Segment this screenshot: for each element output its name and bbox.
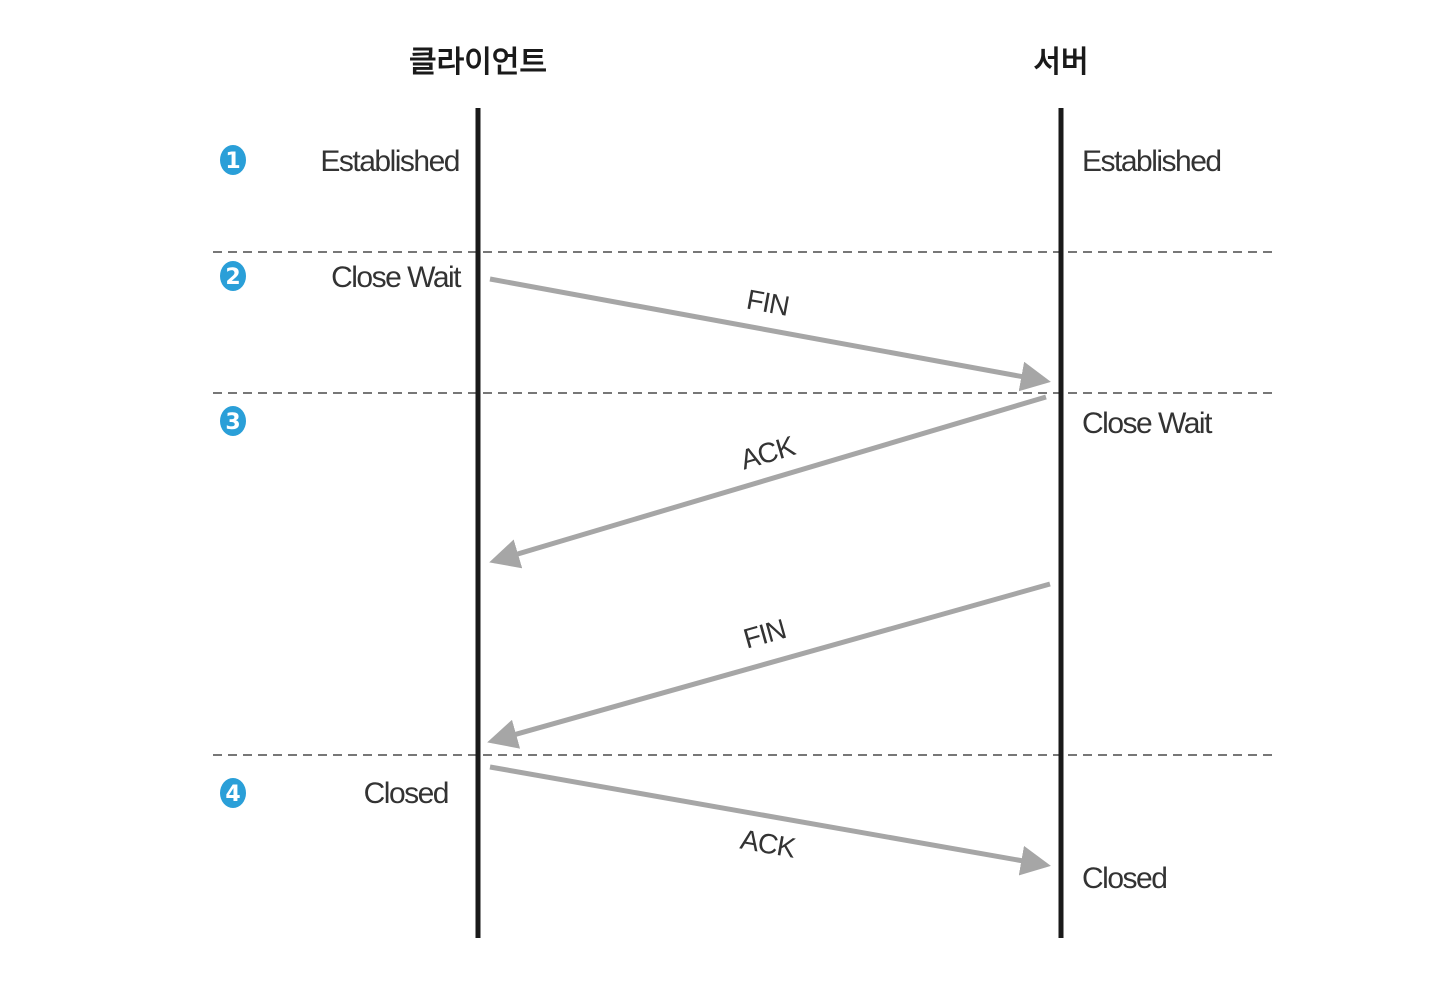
server-state-established: Established <box>1082 145 1221 178</box>
step-badge-2: 2 <box>220 261 246 291</box>
ack-label-1: ACK <box>737 430 799 476</box>
client-state-established: Established <box>320 145 459 178</box>
step-number: 3 <box>225 410 240 435</box>
server-state-closed: Closed <box>1082 862 1166 895</box>
ack-label-2: ACK <box>738 824 798 864</box>
client-header: 클라이언트 <box>409 45 547 80</box>
server-header: 서버 <box>1033 45 1088 80</box>
ack-arrow-client-to-server <box>489 764 1051 876</box>
fin-label-2: FIN <box>740 613 789 654</box>
step-number: 4 <box>225 782 240 807</box>
client-state-close-wait: Close Wait <box>331 261 462 294</box>
step-number: 1 <box>225 149 240 174</box>
fin-label-1: FIN <box>744 284 791 322</box>
step-number: 2 <box>225 265 240 290</box>
server-state-close-wait: Close Wait <box>1082 407 1213 440</box>
fin-arrow-server-to-client <box>487 581 1051 749</box>
step-badge-3: 3 <box>220 406 246 436</box>
ack-arrow-server-to-client <box>489 394 1047 569</box>
fin-arrow-client-to-server <box>489 276 1051 392</box>
step-badge-1: 1 <box>220 145 246 175</box>
client-state-closed: Closed <box>364 777 448 810</box>
step-badge-4: 4 <box>220 778 246 808</box>
